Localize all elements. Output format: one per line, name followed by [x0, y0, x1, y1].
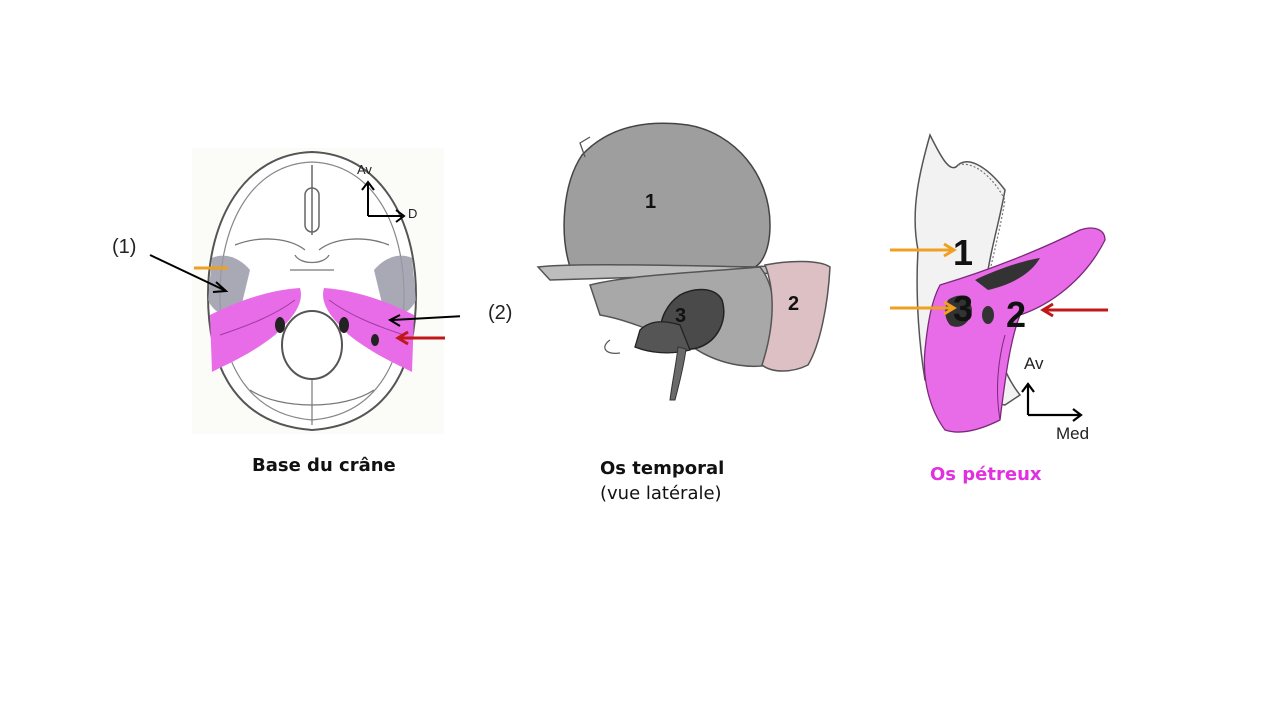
- skull-base-caption: Base du crâne: [252, 455, 396, 476]
- petrous-panel: 1 3 2 Av Med: [880, 130, 1120, 460]
- petrous-part-2: 2: [1006, 294, 1027, 335]
- petrous-part-3: 3: [953, 288, 974, 329]
- petrous-part-1: 1: [953, 232, 974, 273]
- skull-label-2: (2): [488, 302, 513, 324]
- petrous-drawing: [890, 132, 1108, 433]
- petrous-title: Os pétreux: [930, 464, 1042, 485]
- temporal-part-2: 2: [788, 293, 800, 315]
- skull-base-drawing: [149, 148, 460, 434]
- temporal-drawing: [536, 122, 831, 401]
- petrous-orient-front: Av: [1024, 354, 1044, 373]
- temporal-panel: 1 2 3: [530, 115, 840, 415]
- skull-base-panel: (1) (2) Av D: [100, 140, 512, 440]
- skull-base-title: Base du crâne: [252, 455, 396, 476]
- temporal-caption: Os temporal (vue latérale): [600, 458, 724, 504]
- skull-orient-front: Av: [357, 162, 372, 177]
- petrous-caption: Os pétreux: [930, 464, 1042, 485]
- temporal-part-3: 3: [675, 305, 687, 327]
- skull-orient-right: D: [408, 206, 418, 221]
- temporal-part-1: 1: [645, 191, 657, 213]
- skull-label-1: (1): [112, 236, 137, 258]
- petrous-orient-medial: Med: [1056, 424, 1090, 443]
- temporal-title: Os temporal: [600, 458, 725, 479]
- temporal-subtitle: (vue latérale): [600, 483, 722, 504]
